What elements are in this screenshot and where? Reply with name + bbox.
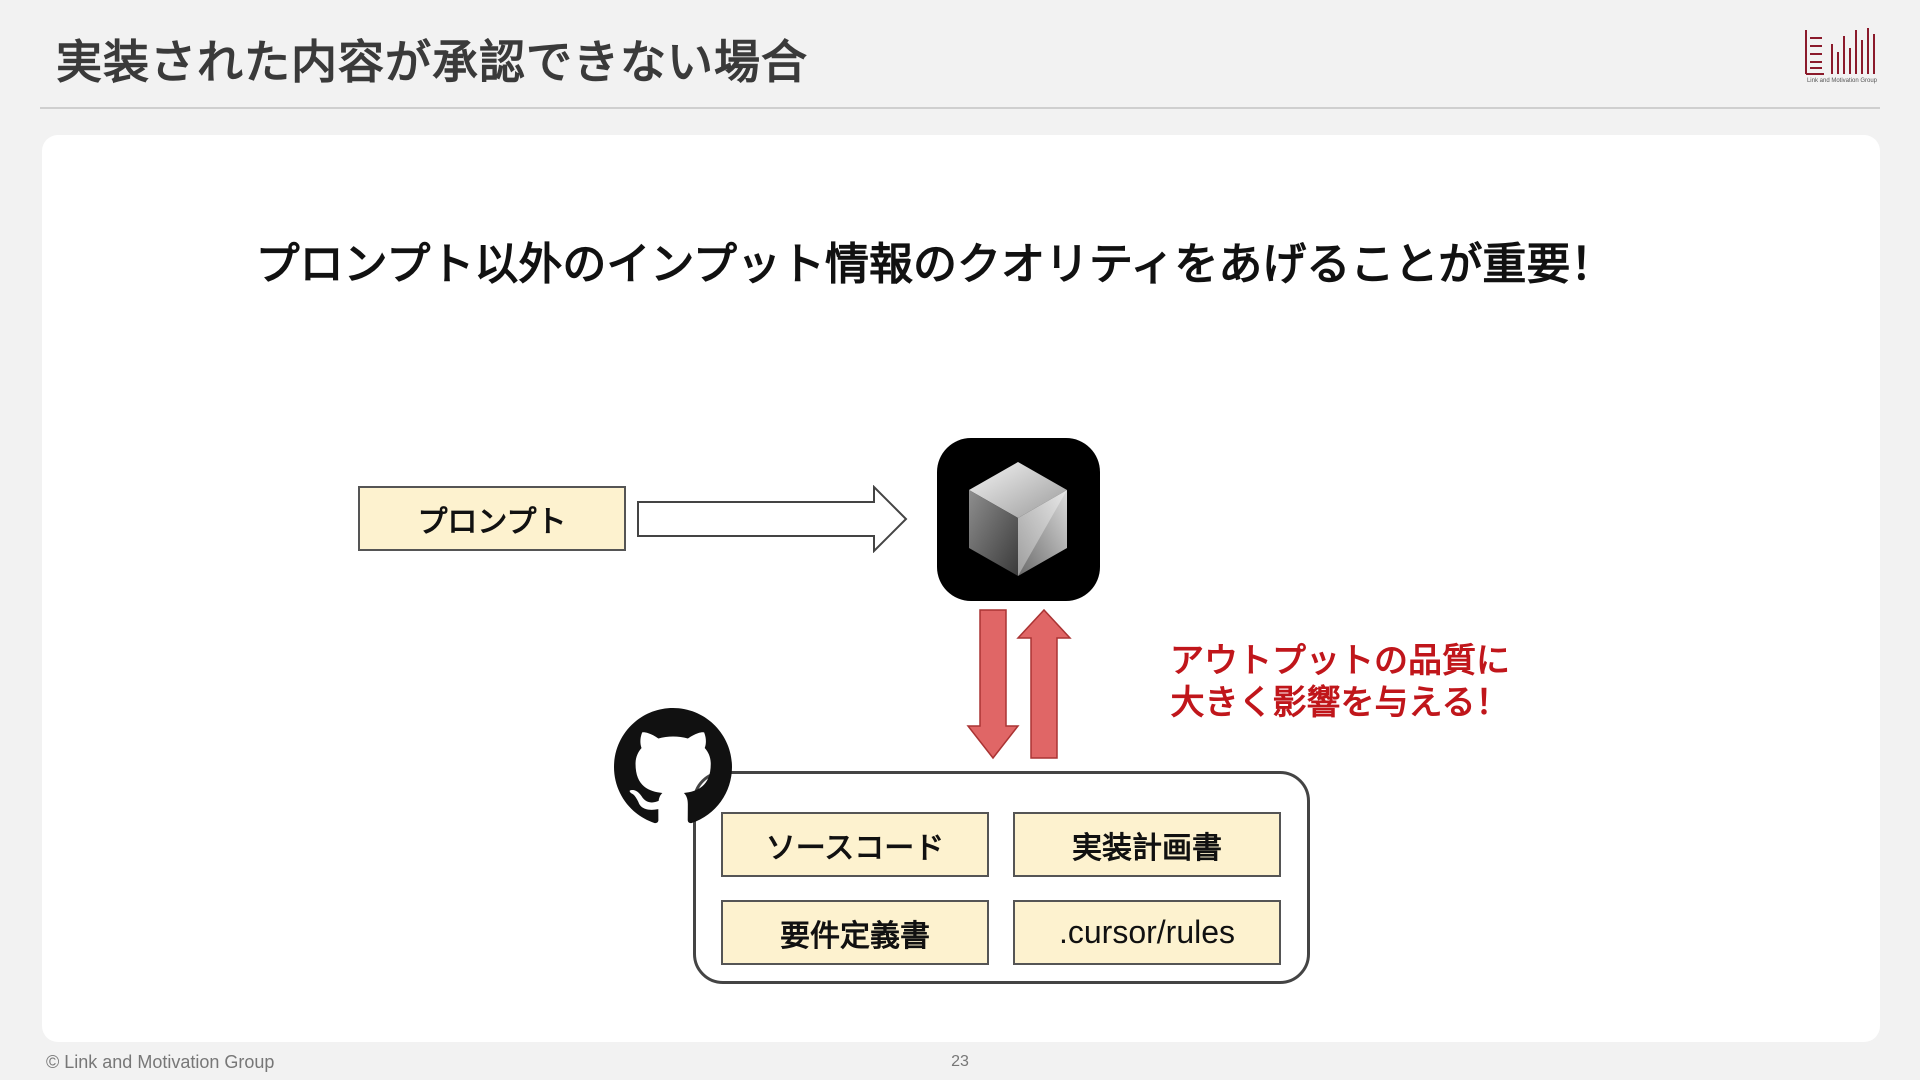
repo-item-implementation-plan: 実装計画書: [1013, 812, 1281, 877]
impact-note: アウトプットの品質に 大きく影響を与える！: [1170, 640, 1510, 724]
lm-logo-icon: [1805, 28, 1875, 75]
slide-title: 実装された内容が承認できない場合: [56, 35, 808, 89]
repo-item-requirements-doc: 要件定義書: [721, 900, 989, 965]
prompt-box: プロンプト: [358, 486, 626, 551]
logo-caption: Link and Motivation Group: [1806, 78, 1878, 84]
impact-note-line2: 大きく影響を与える！: [1170, 683, 1510, 723]
page-number: 23: [951, 1053, 969, 1070]
repo-item-cursor-rules: .cursor/rules: [1013, 900, 1281, 965]
up-down-arrows-icon: [966, 608, 1072, 760]
impact-note-line1: アウトプットの品質に: [1170, 641, 1510, 681]
github-icon: [614, 708, 732, 824]
cursor-app-icon: [937, 438, 1100, 601]
repo-item-source-code: ソースコード: [721, 812, 989, 877]
right-arrow-icon: [637, 485, 908, 553]
title-divider: [40, 107, 1880, 109]
headline: プロンプト以外のインプット情報のクオリティをあげることが重要！: [255, 239, 1615, 290]
footer-copyright: © Link and Motivation Group: [46, 1052, 275, 1072]
